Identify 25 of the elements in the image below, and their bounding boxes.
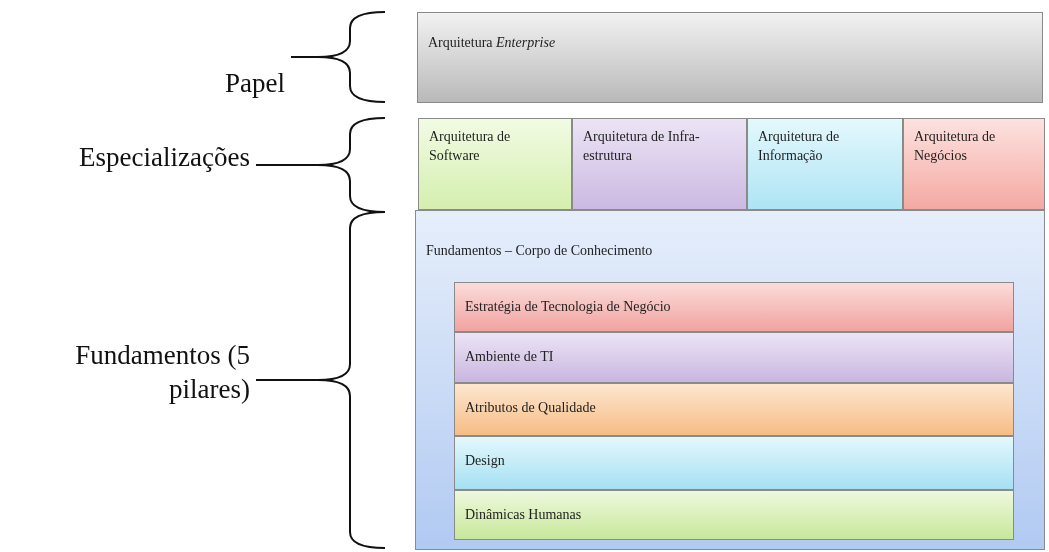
box-label: Estratégia de Tecnologia de Negócio: [465, 298, 671, 316]
layer-box: [454, 383, 1014, 436]
box-label: Dinâmicas Humanas: [465, 506, 582, 524]
box-label: Ambiente de TI: [465, 348, 554, 366]
box-label: Fundamentos – Corpo de Conhecimento: [426, 242, 653, 260]
box-label: Atributos de Qualidade: [465, 399, 596, 417]
layer-box: [417, 12, 1043, 103]
layer-label: Especializações: [78, 141, 250, 174]
layer-box: [454, 332, 1014, 383]
box-label: Arquitetura de Informação: [758, 128, 841, 165]
box-label: Design: [465, 452, 505, 470]
layer-box: [454, 282, 1014, 332]
layer-label: Fundamentos (5 pilares): [74, 339, 250, 406]
layer-label: Papel: [224, 67, 285, 100]
layer-box: [903, 118, 1045, 210]
box-label: Arquitetura de Infra-estrutura: [583, 128, 701, 165]
layer-box: [747, 118, 903, 210]
layer-box: [418, 118, 572, 210]
layer-box: [454, 490, 1014, 540]
container-box: [415, 210, 1045, 550]
box-label: Arquitetura de Negócios: [914, 128, 997, 165]
box-label: Arquitetura Enterprise: [428, 34, 556, 52]
layer-box: [572, 118, 747, 210]
layer-box: [454, 436, 1014, 490]
box-label: Arquitetura de Software: [429, 128, 512, 165]
